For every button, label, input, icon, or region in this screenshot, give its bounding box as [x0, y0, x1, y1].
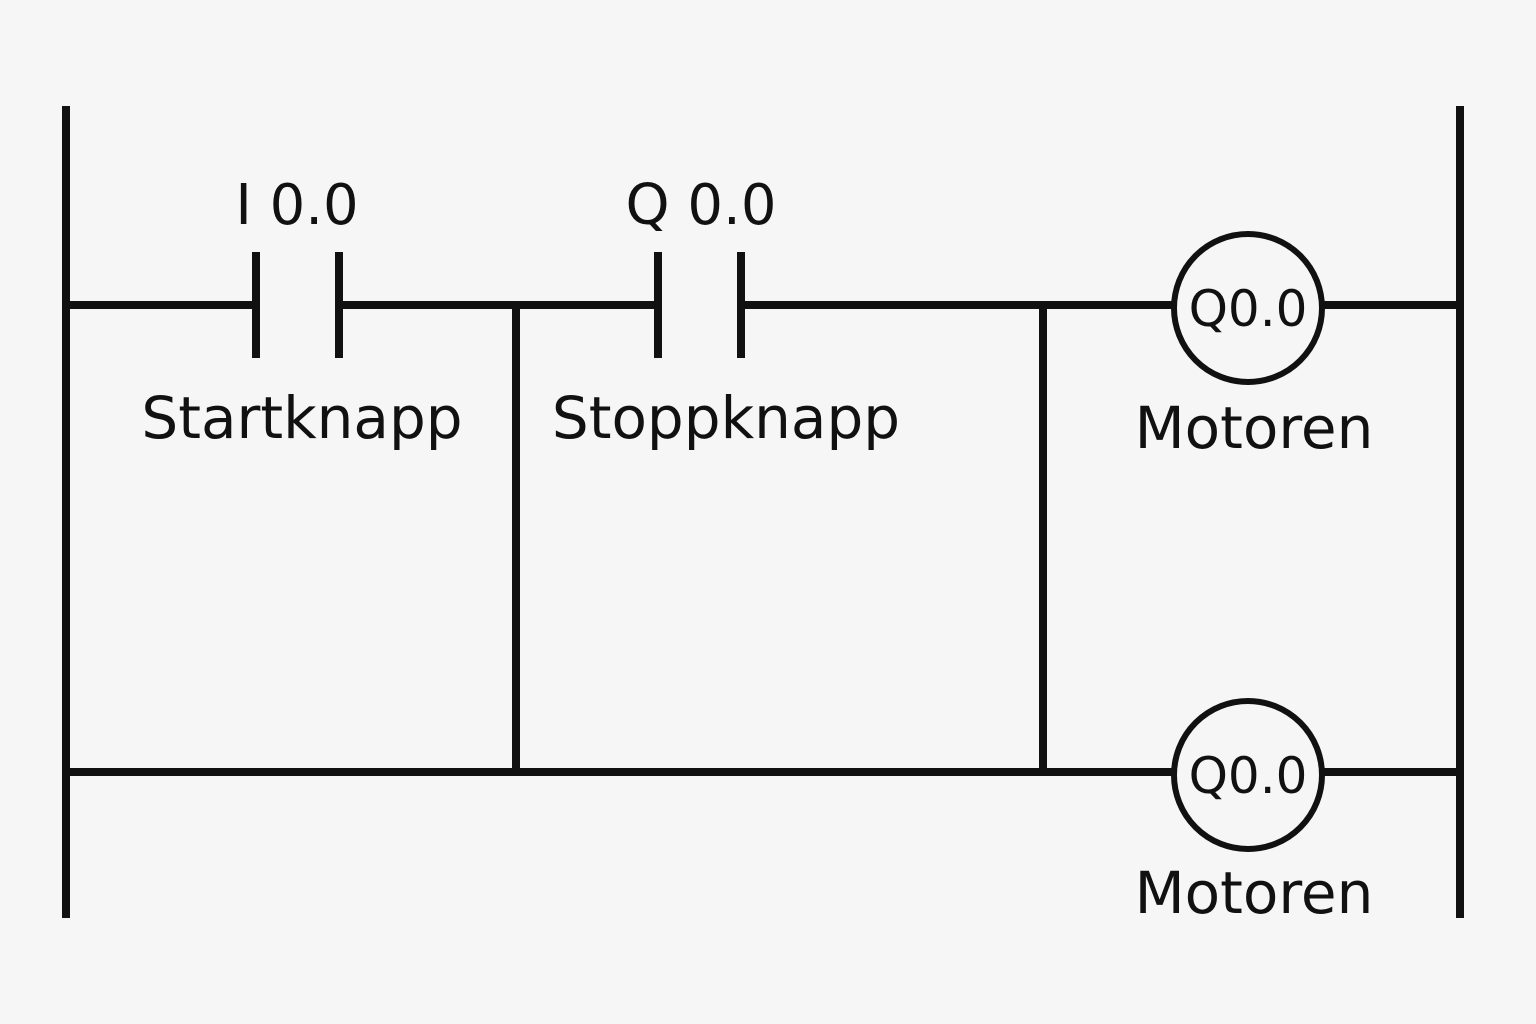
coil-2-circle — [1171, 698, 1325, 852]
coil-1: Q0.0 Motoren — [1135, 231, 1374, 462]
contact-2-label: Stoppknapp — [552, 384, 900, 452]
contact-1-address: I 0.0 — [235, 173, 358, 238]
coil-2-address: Q0.0 — [1189, 747, 1308, 805]
coil-2: Q0.0 Motoren — [1135, 698, 1374, 927]
contact-stoppknapp: Q 0.0 Stoppknapp — [552, 173, 900, 452]
contact-2-address: Q 0.0 — [626, 173, 777, 238]
coil-1-address: Q0.0 — [1189, 280, 1308, 338]
contact-1-label: Startknapp — [141, 384, 462, 452]
coil-2-label: Motoren — [1135, 859, 1374, 927]
coil-1-circle — [1171, 231, 1325, 385]
coil-1-label: Motoren — [1135, 394, 1374, 462]
contact-startknapp: I 0.0 Startknapp — [141, 173, 462, 452]
